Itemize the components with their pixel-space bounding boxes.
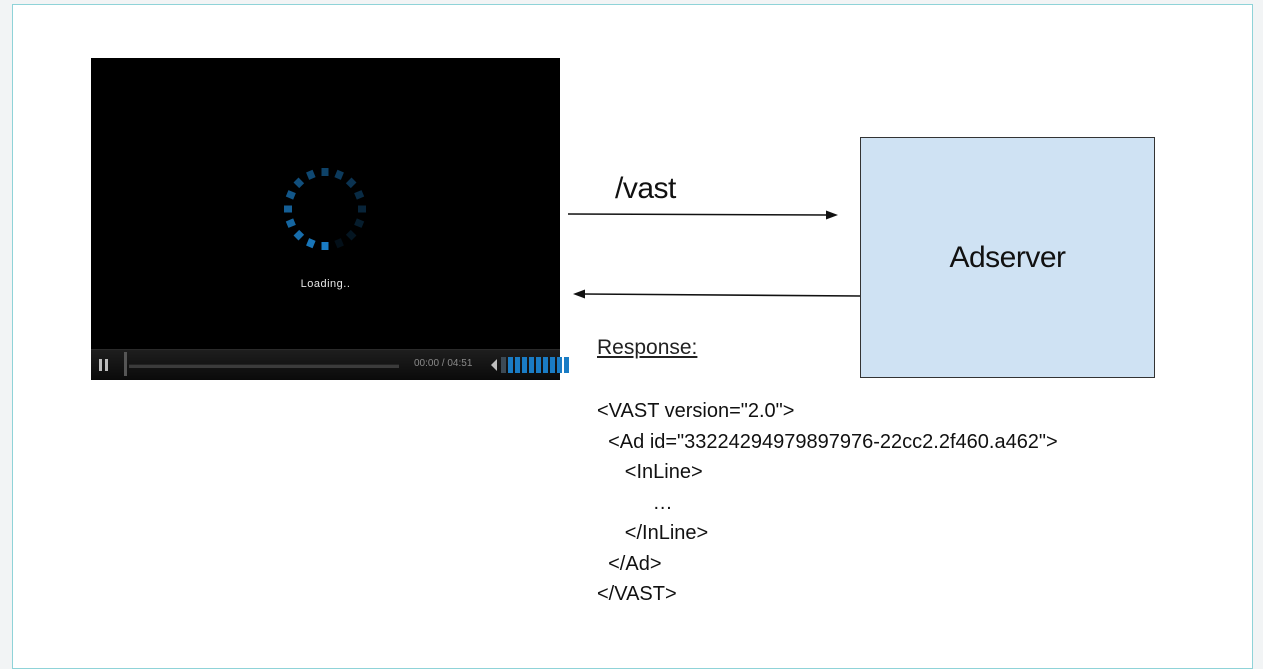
loading-spinner-icon <box>284 168 366 250</box>
loading-text: Loading.. <box>300 278 351 290</box>
volume-bar[interactable] <box>508 357 513 373</box>
request-label: /vast <box>615 172 676 205</box>
volume-bar[interactable] <box>515 357 520 373</box>
volume-bar[interactable] <box>550 357 555 373</box>
volume-bar[interactable] <box>522 357 527 373</box>
spinner-segment <box>345 177 357 189</box>
code-line: </VAST> <box>597 583 677 605</box>
volume-icon[interactable] <box>491 359 497 371</box>
progress-handle[interactable] <box>124 352 127 376</box>
volume-bar[interactable] <box>529 357 534 373</box>
player-controls-bar: 00:00 / 04:51 <box>91 349 569 380</box>
volume-bar[interactable] <box>543 357 548 373</box>
spinner-segment <box>354 190 365 200</box>
code-line: </InLine> <box>597 522 709 544</box>
volume-bar[interactable] <box>501 357 506 373</box>
code-line: <InLine> <box>597 461 703 483</box>
code-line: … <box>597 491 673 514</box>
video-player[interactable]: Loading.. 00:00 / 04:51 <box>91 58 569 380</box>
code-line: <Ad id="33224294979897976-22cc2.2f460.a4… <box>597 430 1058 453</box>
response-label: Response: <box>597 336 698 359</box>
spinner-segment <box>334 238 344 249</box>
adserver-label: Adserver <box>949 240 1066 274</box>
spinner-segment <box>293 177 305 189</box>
response-code: <VAST version="2.0"> <Ad id="33224294979… <box>597 396 1058 610</box>
spinner-segment <box>285 190 296 200</box>
adserver-box: Adserver <box>860 137 1155 378</box>
response-arrow <box>573 289 861 299</box>
time-display: 00:00 / 04:51 <box>414 358 473 369</box>
spinner-segment <box>285 218 296 228</box>
progress-bar[interactable] <box>129 364 399 368</box>
volume-bar[interactable] <box>557 357 562 373</box>
spinner-segment <box>334 169 344 180</box>
volume-bar[interactable] <box>536 357 541 373</box>
spinner-segment <box>345 229 357 241</box>
volume-slider[interactable] <box>501 357 569 373</box>
spinner-segment <box>354 218 365 228</box>
request-arrow <box>567 210 838 220</box>
volume-bar[interactable] <box>564 357 569 373</box>
code-line: </Ad> <box>597 552 662 575</box>
spinner-segment <box>293 229 305 241</box>
code-line: <VAST version="2.0"> <box>597 400 795 422</box>
pause-icon[interactable] <box>99 359 109 371</box>
spinner-segment <box>306 238 316 249</box>
spinner-segment <box>306 169 316 180</box>
